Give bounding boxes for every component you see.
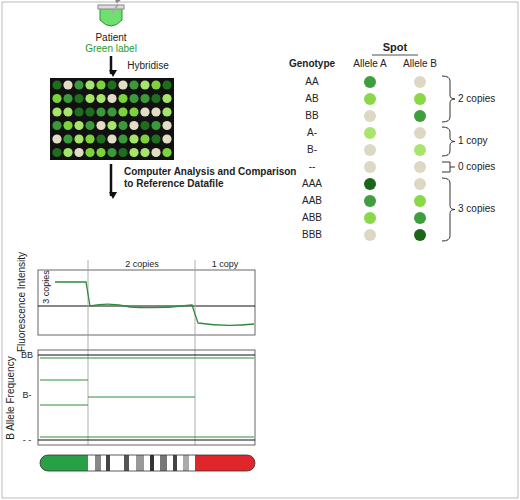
text-label: Fluorescence Intensity	[16, 252, 28, 352]
tube-icon	[98, 0, 128, 26]
text-label: AAA	[302, 178, 322, 190]
text-label: AAB	[302, 195, 322, 207]
text-label: Spot	[383, 41, 407, 54]
genotype-spots	[364, 76, 426, 241]
text-label: --	[309, 161, 316, 173]
text-label: 3 copies	[458, 203, 495, 215]
text-label: ABB	[302, 212, 322, 224]
text-label: Genotype	[289, 58, 335, 70]
chromosome-ideogram	[40, 455, 255, 471]
text-label: 1 copy	[458, 135, 487, 147]
text-label: B Allele Frequency	[5, 356, 17, 439]
text-label: Computer Analysis and Comparison to Refe…	[124, 166, 299, 189]
text-label: 2 copies	[458, 93, 495, 105]
text-label: Green label	[85, 43, 137, 55]
fluorescence-chart	[38, 260, 255, 445]
text-label: Allele B	[403, 58, 437, 70]
flow-arrow	[110, 56, 113, 74]
text-label: - -	[23, 435, 32, 445]
text-label: Patient	[95, 32, 126, 44]
text-label: 1 copy	[212, 259, 239, 269]
flow-arrow	[110, 164, 113, 196]
text-label: BB	[21, 350, 33, 360]
copy-braces	[442, 76, 455, 241]
baf-chart	[38, 350, 255, 445]
text-label: Allele A	[353, 58, 386, 70]
spot-underline	[372, 55, 418, 56]
text-label: B-	[307, 144, 317, 156]
array-spots	[52, 80, 171, 157]
text-label: BB	[305, 110, 318, 122]
text-label: Hybridise	[127, 60, 169, 72]
text-label: A-	[307, 127, 317, 139]
text-label: 3 copies	[41, 270, 51, 304]
text-label: 0 copies	[458, 161, 495, 173]
text-label: BBB	[302, 229, 322, 241]
microarray	[50, 78, 174, 160]
text-label: AB	[305, 93, 318, 105]
text-label: B-	[23, 390, 32, 400]
text-label: 2 copies	[125, 259, 159, 269]
text-label: AA	[305, 76, 318, 88]
